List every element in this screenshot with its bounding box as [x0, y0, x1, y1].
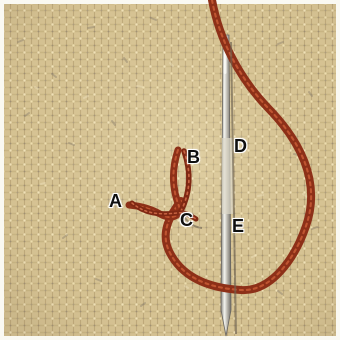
fabric-lighting	[4, 4, 336, 336]
